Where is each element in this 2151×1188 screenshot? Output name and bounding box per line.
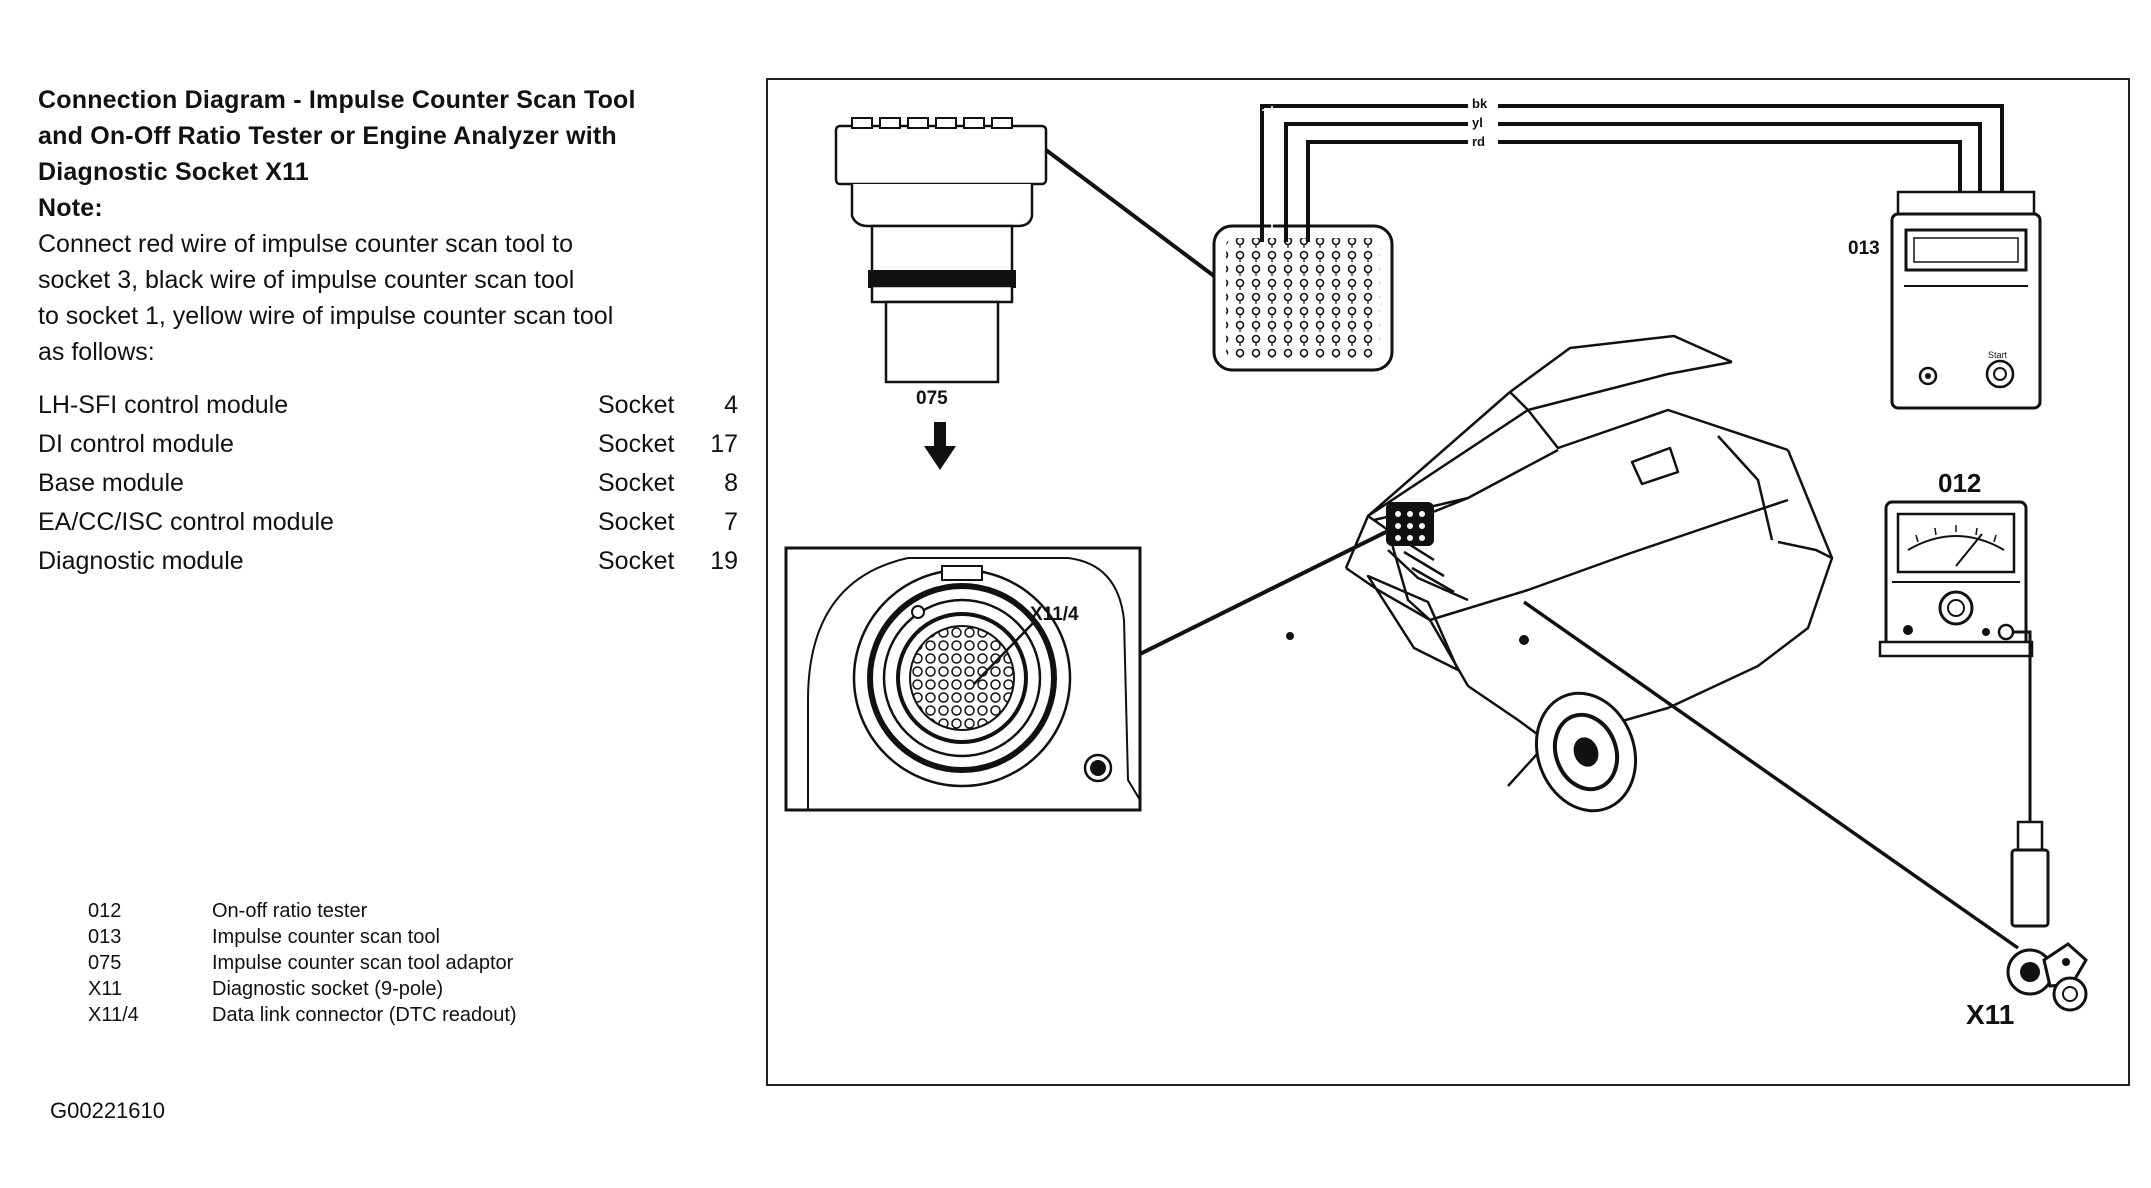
- engine-connector-on-car: [1286, 502, 1529, 645]
- socket-number: 17: [710, 430, 738, 458]
- module-name: Base module: [38, 469, 184, 497]
- legend-description: Data link connector (DTC readout): [212, 1004, 517, 1026]
- on-off-ratio-tester-012: 012: [1878, 468, 2050, 928]
- front-wheel: [1534, 691, 1638, 813]
- legend-row: 075 Impulse counter scan tool adaptor: [88, 950, 688, 976]
- note-line-4: as follows:: [38, 338, 155, 366]
- wire-label-rd: rd: [1472, 134, 1485, 149]
- label-012: 012: [1938, 468, 1981, 498]
- legend-row: 013 Impulse counter scan tool: [88, 924, 688, 950]
- label-075: 075: [916, 388, 948, 409]
- note-line-2: socket 3, black wire of impulse counter …: [38, 266, 575, 294]
- legend-row: 012 On-off ratio tester: [88, 898, 688, 924]
- impulse-counter-scan-tool-013: Start: [1890, 190, 2042, 410]
- legend-code: 012: [88, 900, 122, 922]
- legend-code: 075: [88, 952, 122, 974]
- scan-tool-wires: [1260, 104, 2004, 242]
- module-name: DI control module: [38, 430, 234, 458]
- legend-code: 013: [88, 926, 122, 948]
- socket-row: Base module Socket 8: [38, 464, 738, 503]
- module-name: LH-SFI control module: [38, 391, 289, 419]
- svg-text:Start: Start: [1988, 350, 2008, 360]
- legend-code: X11: [88, 978, 123, 1000]
- description-block: Connection Diagram - Impulse Counter Sca…: [38, 82, 758, 370]
- wire-label-yl: yl: [1472, 115, 1483, 130]
- diagnostic-socket-x11: X11: [1966, 942, 2088, 1030]
- diagram-frame: 075 bk yl rd: [766, 78, 2130, 1086]
- label-x11: X11: [1966, 999, 2014, 1030]
- socket-label: Socket: [598, 391, 675, 419]
- socket-table: LH-SFI control module Socket 4 DI contro…: [38, 386, 738, 581]
- legend-code: X11/4: [88, 1004, 139, 1026]
- legend-row: X11 Diagnostic socket (9-pole): [88, 976, 688, 1002]
- inset-data-link-connector: X11/4: [784, 546, 1142, 812]
- legend-description: Impulse counter scan tool adaptor: [212, 952, 514, 974]
- socket-row: EA/CC/ISC control module Socket 7: [38, 503, 738, 542]
- label-013: 013: [1848, 238, 1880, 259]
- multi-pin-connector: [1212, 224, 1394, 372]
- socket-row: Diagnostic module Socket 19: [38, 542, 738, 581]
- figure-code: G00221610: [50, 1098, 165, 1123]
- legend-description: Diagnostic socket (9-pole): [212, 978, 444, 1000]
- wire-label-bk: bk: [1472, 96, 1488, 111]
- note-heading: Note:: [38, 194, 103, 222]
- socket-row: DI control module Socket 17: [38, 425, 738, 464]
- socket-row: LH-SFI control module Socket 4: [38, 386, 738, 425]
- socket-number: 4: [724, 391, 738, 419]
- socket-label: Socket: [598, 430, 675, 458]
- module-name: Diagnostic module: [38, 547, 244, 575]
- socket-number: 19: [710, 547, 738, 575]
- legend-row: X11/4 Data link connector (DTC readout): [88, 1002, 688, 1028]
- legend-description: Impulse counter scan tool: [212, 926, 440, 948]
- note-line-1: Connect red wire of impulse counter scan…: [38, 230, 573, 258]
- connection-diagram: 075 bk yl rd: [784, 94, 2088, 1030]
- module-name: EA/CC/ISC control module: [38, 508, 334, 536]
- socket-number: 7: [724, 508, 738, 536]
- adaptor-075: 075: [834, 117, 1048, 470]
- diagram-title-line-1: Connection Diagram - Impulse Counter Sca…: [38, 86, 636, 114]
- vehicle-illustration: [1344, 334, 1834, 787]
- socket-label: Socket: [598, 547, 675, 575]
- socket-label: Socket: [598, 469, 675, 497]
- socket-number: 8: [724, 469, 738, 497]
- socket-label: Socket: [598, 508, 675, 536]
- note-line-3: to socket 1, yellow wire of impulse coun…: [38, 302, 614, 330]
- legend: 012 On-off ratio tester 013 Impulse coun…: [88, 898, 688, 1028]
- diagram-title-line-2: and On-Off Ratio Tester or Engine Analyz…: [38, 122, 617, 150]
- diagram-title-line-3: Diagnostic Socket X11: [38, 158, 309, 186]
- label-x11-4: X11/4: [1030, 604, 1079, 625]
- legend-description: On-off ratio tester: [212, 900, 368, 922]
